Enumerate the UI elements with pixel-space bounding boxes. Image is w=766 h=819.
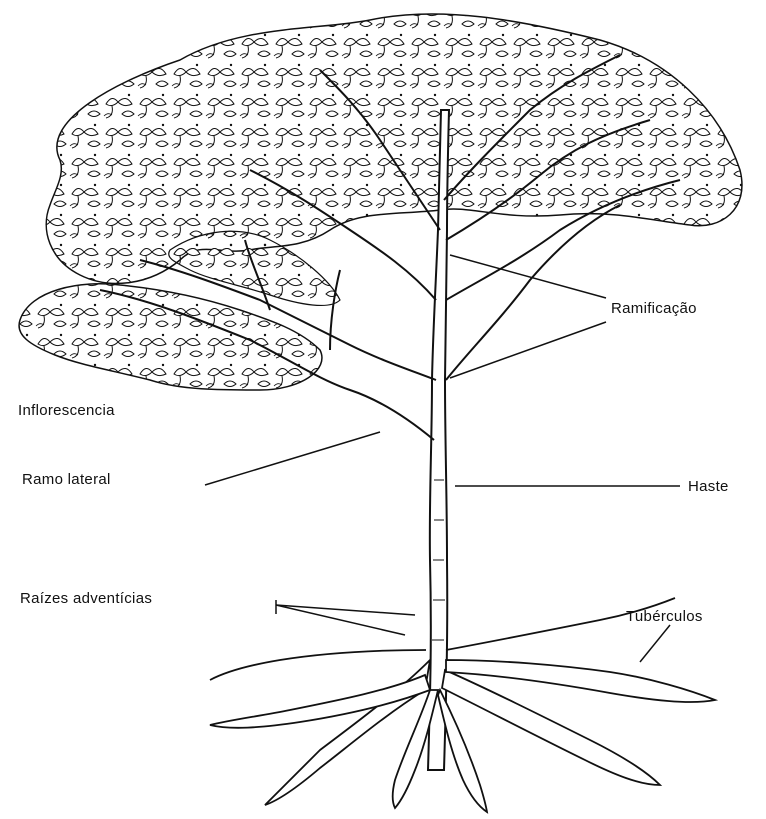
leader-tuberculos: [640, 625, 670, 662]
label-haste: Haste: [688, 478, 729, 495]
label-inflorescencia: Inflorescencia: [18, 402, 115, 419]
canopy: [19, 14, 742, 390]
label-ramo-lateral: Ramo lateral: [22, 471, 111, 488]
roots: [210, 598, 715, 812]
leader-ramificacao-lower: [450, 322, 606, 378]
leader-ramificacao-upper: [450, 255, 606, 298]
leader-ramo-lateral: [205, 432, 380, 485]
label-tuberculos: Tubérculos: [626, 608, 703, 625]
label-raizes-adventicias: Raízes adventícias: [20, 590, 152, 607]
label-ramificacao: Ramificação: [611, 300, 697, 317]
